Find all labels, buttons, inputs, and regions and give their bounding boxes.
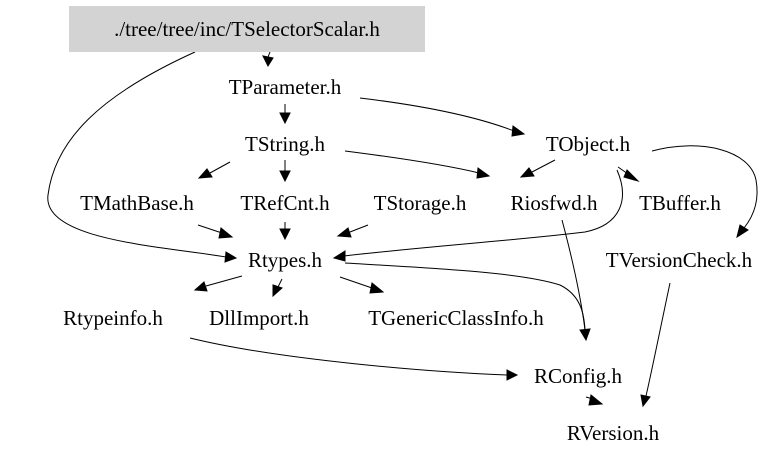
edge-arrowhead [197,168,213,179]
edge-arrowhead [506,369,519,381]
edge-arrowhead [588,394,604,406]
edge-tstring-tmathbase [209,161,231,174]
edge-arrowhead [640,394,651,408]
root-node-box [69,6,425,52]
node-label-trefcnt: TRefCnt.h [240,191,330,215]
edge-tobject-tversioncheck [651,145,758,229]
edge-arrowhead [218,227,234,239]
edge-arrowhead [519,167,535,178]
node-label-tbuffer: TBuffer.h [639,191,721,215]
edge-tparameter-tobject [359,97,515,132]
node-label-tgenericclassinfo: TGenericClassInfo.h [368,306,544,330]
graph-edges [47,51,758,408]
edge-tobject-rtypes [343,169,623,257]
node-label-tstring: TString.h [245,132,325,156]
edge-tmathbase-rtypes [197,224,223,234]
edge-arrowhead [511,125,526,137]
node-label-tstorage: TStorage.h [374,191,467,215]
edge-rtypeinfo-rconfig [189,337,508,376]
node-label-root: ./tree/tree/inc/TSelectorScalar.h [114,17,380,41]
edge-arrowhead [279,228,291,241]
edge-rtypes-tgenericclassinfo [339,276,373,289]
node-label-tobject: TObject.h [546,132,631,156]
edge-rtypes-dllimport [277,278,283,288]
edge-arrowhead [279,112,291,125]
node-root: ./tree/tree/inc/TSelectorScalar.h [69,6,425,52]
edge-root-tparameter [267,51,271,58]
edge-riosfwd-rconfig [561,219,586,331]
edge-arrowhead [224,251,238,263]
node-label-dllimport: DllImport.h [209,306,309,330]
node-label-tmathbase: TMathBase.h [80,191,194,215]
node-label-tversioncheck: TVersionCheck.h [606,248,753,272]
edge-tstring-riosfwd [344,150,480,174]
edge-rtypes-rtypeinfo [205,275,243,287]
edge-arrowhead [736,224,749,239]
node-label-rconfig: RConfig.h [534,364,623,388]
edge-arrowhead [476,167,491,179]
node-label-rtypeinfo: Rtypeinfo.h [63,306,163,330]
edge-arrowhead [332,250,346,262]
edge-tstorage-rtypes [349,224,369,233]
edge-root-rtypes [47,51,227,258]
node-label-riosfwd: Riosfwd.h [511,191,598,215]
edge-arrowhead [272,284,283,298]
edge-arrowhead [369,282,385,294]
graph-nodes: ./tree/tree/inc/TSelectorScalar.h TParam… [63,6,753,445]
edge-rtypes-rconfig [344,262,586,331]
edge-arrowhead [279,170,291,183]
node-label-rtypes: Rtypes.h [248,248,323,272]
edge-tobject-riosfwd [531,159,556,173]
edge-arrowhead [336,227,352,238]
node-label-rversion: RVersion.h [567,421,660,445]
edge-tversioncheck-rversion [645,282,671,397]
edge-arrowhead [579,328,591,342]
edge-arrowhead [623,169,640,183]
edge-arrowhead [262,55,274,68]
edge-arrowhead [193,281,208,292]
node-label-tparameter: TParameter.h [229,75,342,99]
